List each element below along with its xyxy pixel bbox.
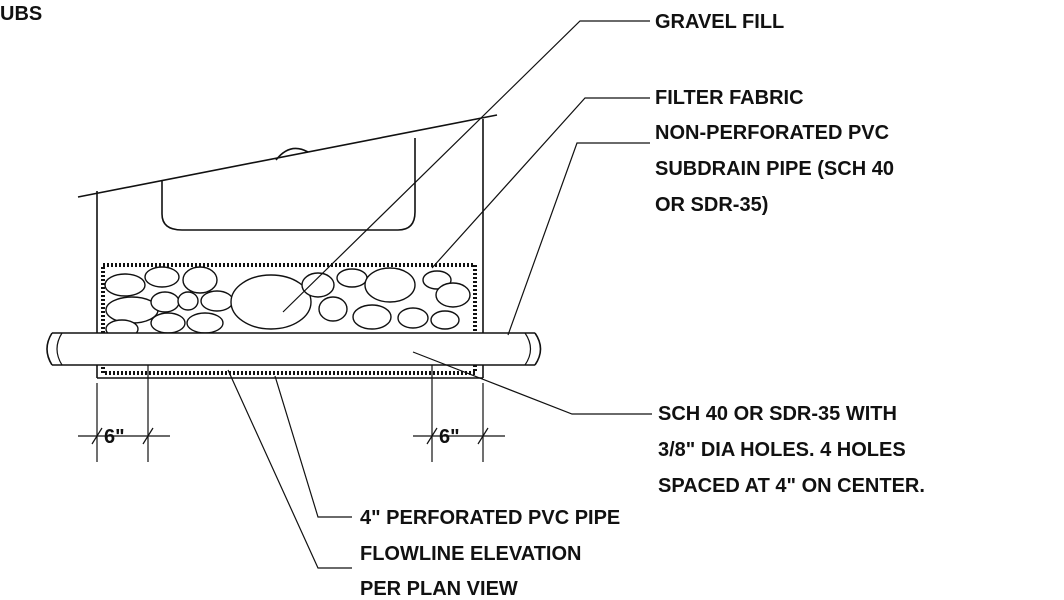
gravel-stone [105,296,159,324]
dimension-right-text: 6" [439,426,460,448]
leader-non-perforated-pipe [507,142,650,336]
gravel-stone [182,266,218,294]
label-sch40-line1: SCH 40 OR SDR-35 WITH [658,403,897,425]
gravel-stone [104,273,146,297]
gravel-stone [435,282,471,308]
gravel-stone [352,304,392,330]
dimension-left-text: 6" [104,426,125,448]
gravel-stone [318,296,348,322]
label-flowline-line2: PER PLAN VIEW [360,578,518,600]
label-sch40-line2: 3/8" DIA HOLES. 4 HOLES [658,439,906,461]
excavation-contour [161,138,416,231]
leader-filter-fabric [431,97,650,269]
label-sch40-line3: SPACED AT 4" ON CENTER. [658,475,925,497]
leader-sch40-holes [412,351,652,415]
filter-fabric-outline [101,263,477,375]
subdrain-pipe [45,332,542,366]
gravel-stone [200,290,234,312]
label-perforated-pipe: 4" PERFORATED PVC PIPE [360,507,620,529]
corner-text: UBS [0,3,42,25]
dimension-right-6in: 6" [413,365,505,462]
gravel-stone [144,266,180,288]
gravel-stone [364,267,416,303]
gravel-stone [150,312,186,334]
leader-perforated-pipe [274,375,352,518]
gravel-stone [430,310,460,330]
ground-surface-line [77,114,498,198]
gravel-stone [177,291,199,311]
gravel-stone [397,307,429,329]
gravel-stones [104,266,471,339]
leader-gravel-fill [282,20,650,313]
gravel-stone [336,268,368,288]
label-gravel-fill: GRAVEL FILL [655,11,784,33]
label-non-perforated-line3: OR SDR-35) [655,194,768,216]
label-non-perforated-line1: NON-PERFORATED PVC [655,122,889,144]
gravel-stone [186,312,224,334]
ground-hump [275,147,309,161]
label-non-perforated-line2: SUBDRAIN PIPE (SCH 40 [655,158,894,180]
gravel-stone [150,291,180,313]
label-filter-fabric: FILTER FABRIC [655,87,804,109]
label-flowline-line1: FLOWLINE ELEVATION [360,543,581,565]
gravel-stone [230,274,312,330]
dimension-left-6in: 6" [78,365,170,462]
gravel-stone [301,272,335,298]
leader-flowline [227,369,352,569]
